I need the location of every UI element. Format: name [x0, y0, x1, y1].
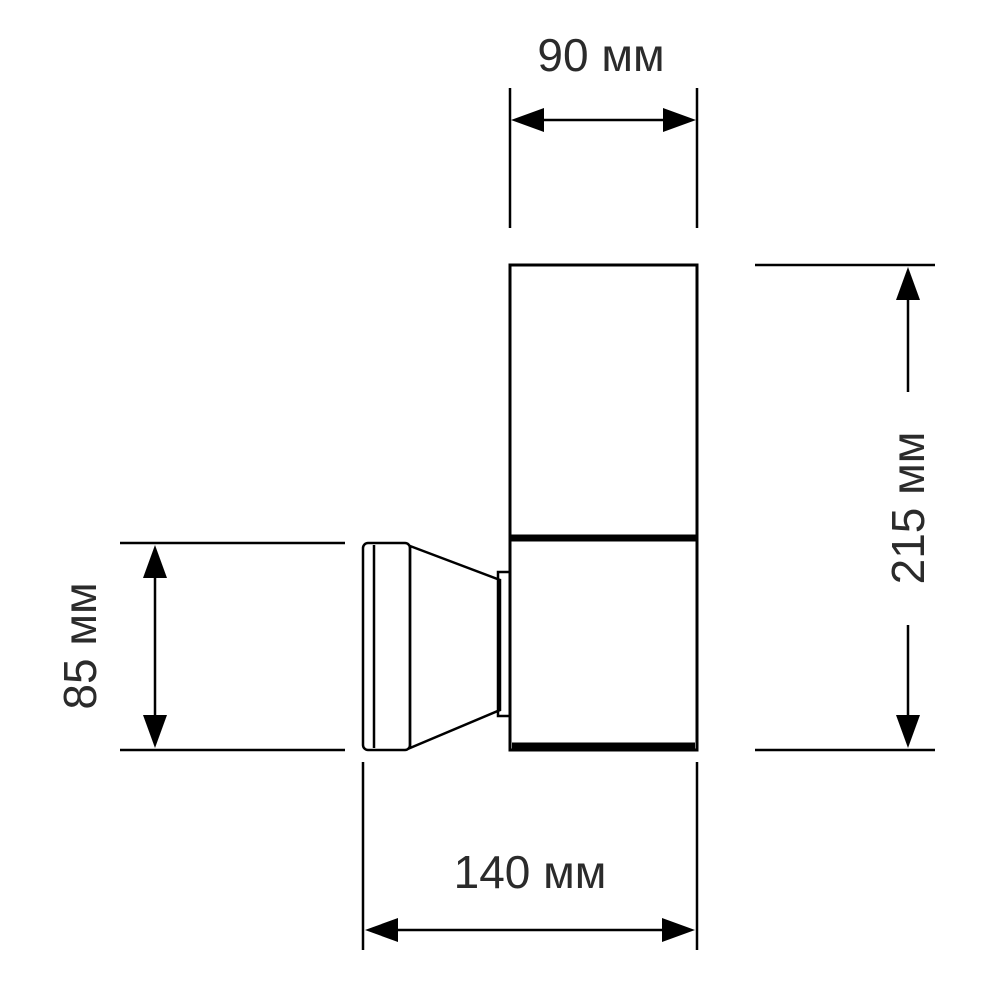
dimension-label-width: 90 мм [537, 29, 664, 81]
dimension-height-right: 215 мм [755, 263, 935, 752]
lamp-body [508, 263, 699, 752]
lamp-outline [361, 263, 699, 752]
arrowhead-up-icon [896, 267, 920, 300]
arrowhead-down-icon [143, 715, 167, 748]
arrowhead-right-icon [662, 918, 695, 942]
dimension-label-depth: 140 мм [454, 846, 607, 898]
arrowhead-down-icon [896, 715, 920, 748]
dimension-width-top: 90 мм [508, 29, 699, 228]
arrowhead-up-icon [143, 545, 167, 578]
wall-mount-plate [361, 541, 412, 752]
dimension-label-height: 215 мм [882, 432, 934, 585]
arrowhead-left-icon [511, 108, 544, 132]
dimension-mount-height-left: 85 мм [54, 541, 345, 752]
arrowhead-left-icon [365, 918, 398, 942]
arrowhead-right-icon [663, 108, 696, 132]
dimension-depth-bottom: 140 мм [361, 762, 699, 950]
dimension-label-mount-height: 85 мм [54, 582, 106, 709]
mount-arm-cone [408, 544, 502, 750]
